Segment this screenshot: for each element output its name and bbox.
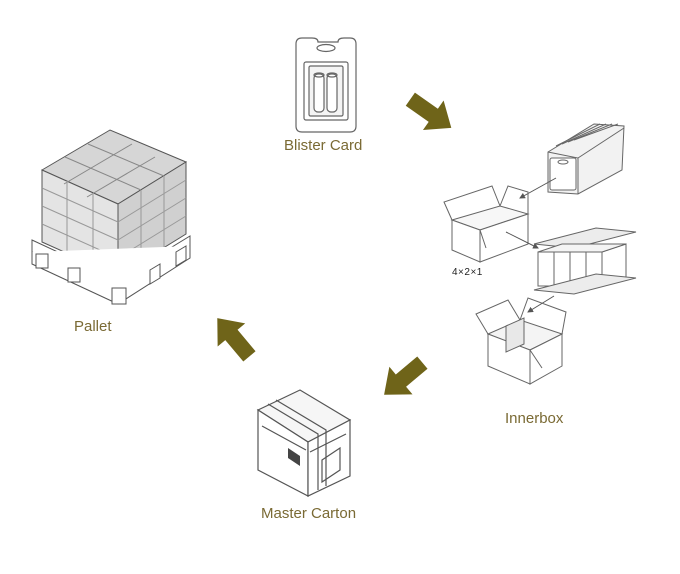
pallet-icon	[31, 129, 191, 305]
flow-arrow-icon	[384, 356, 428, 395]
stage-label-pallet: Pallet	[74, 318, 112, 335]
master-carton-icon	[256, 389, 352, 497]
flow-arrow-icon	[405, 92, 452, 131]
innerbox-assembly-icon	[443, 123, 637, 385]
stage-label-innerbox: Innerbox	[505, 410, 564, 427]
stage-label-blister-card: Blister Card	[284, 137, 363, 154]
flow-arrow-icon	[217, 318, 256, 362]
stage-label-master-carton: Master Carton	[261, 505, 357, 522]
blister-card-icon	[295, 37, 357, 133]
innerbox-quantity-label: 4×2×1	[452, 267, 483, 278]
